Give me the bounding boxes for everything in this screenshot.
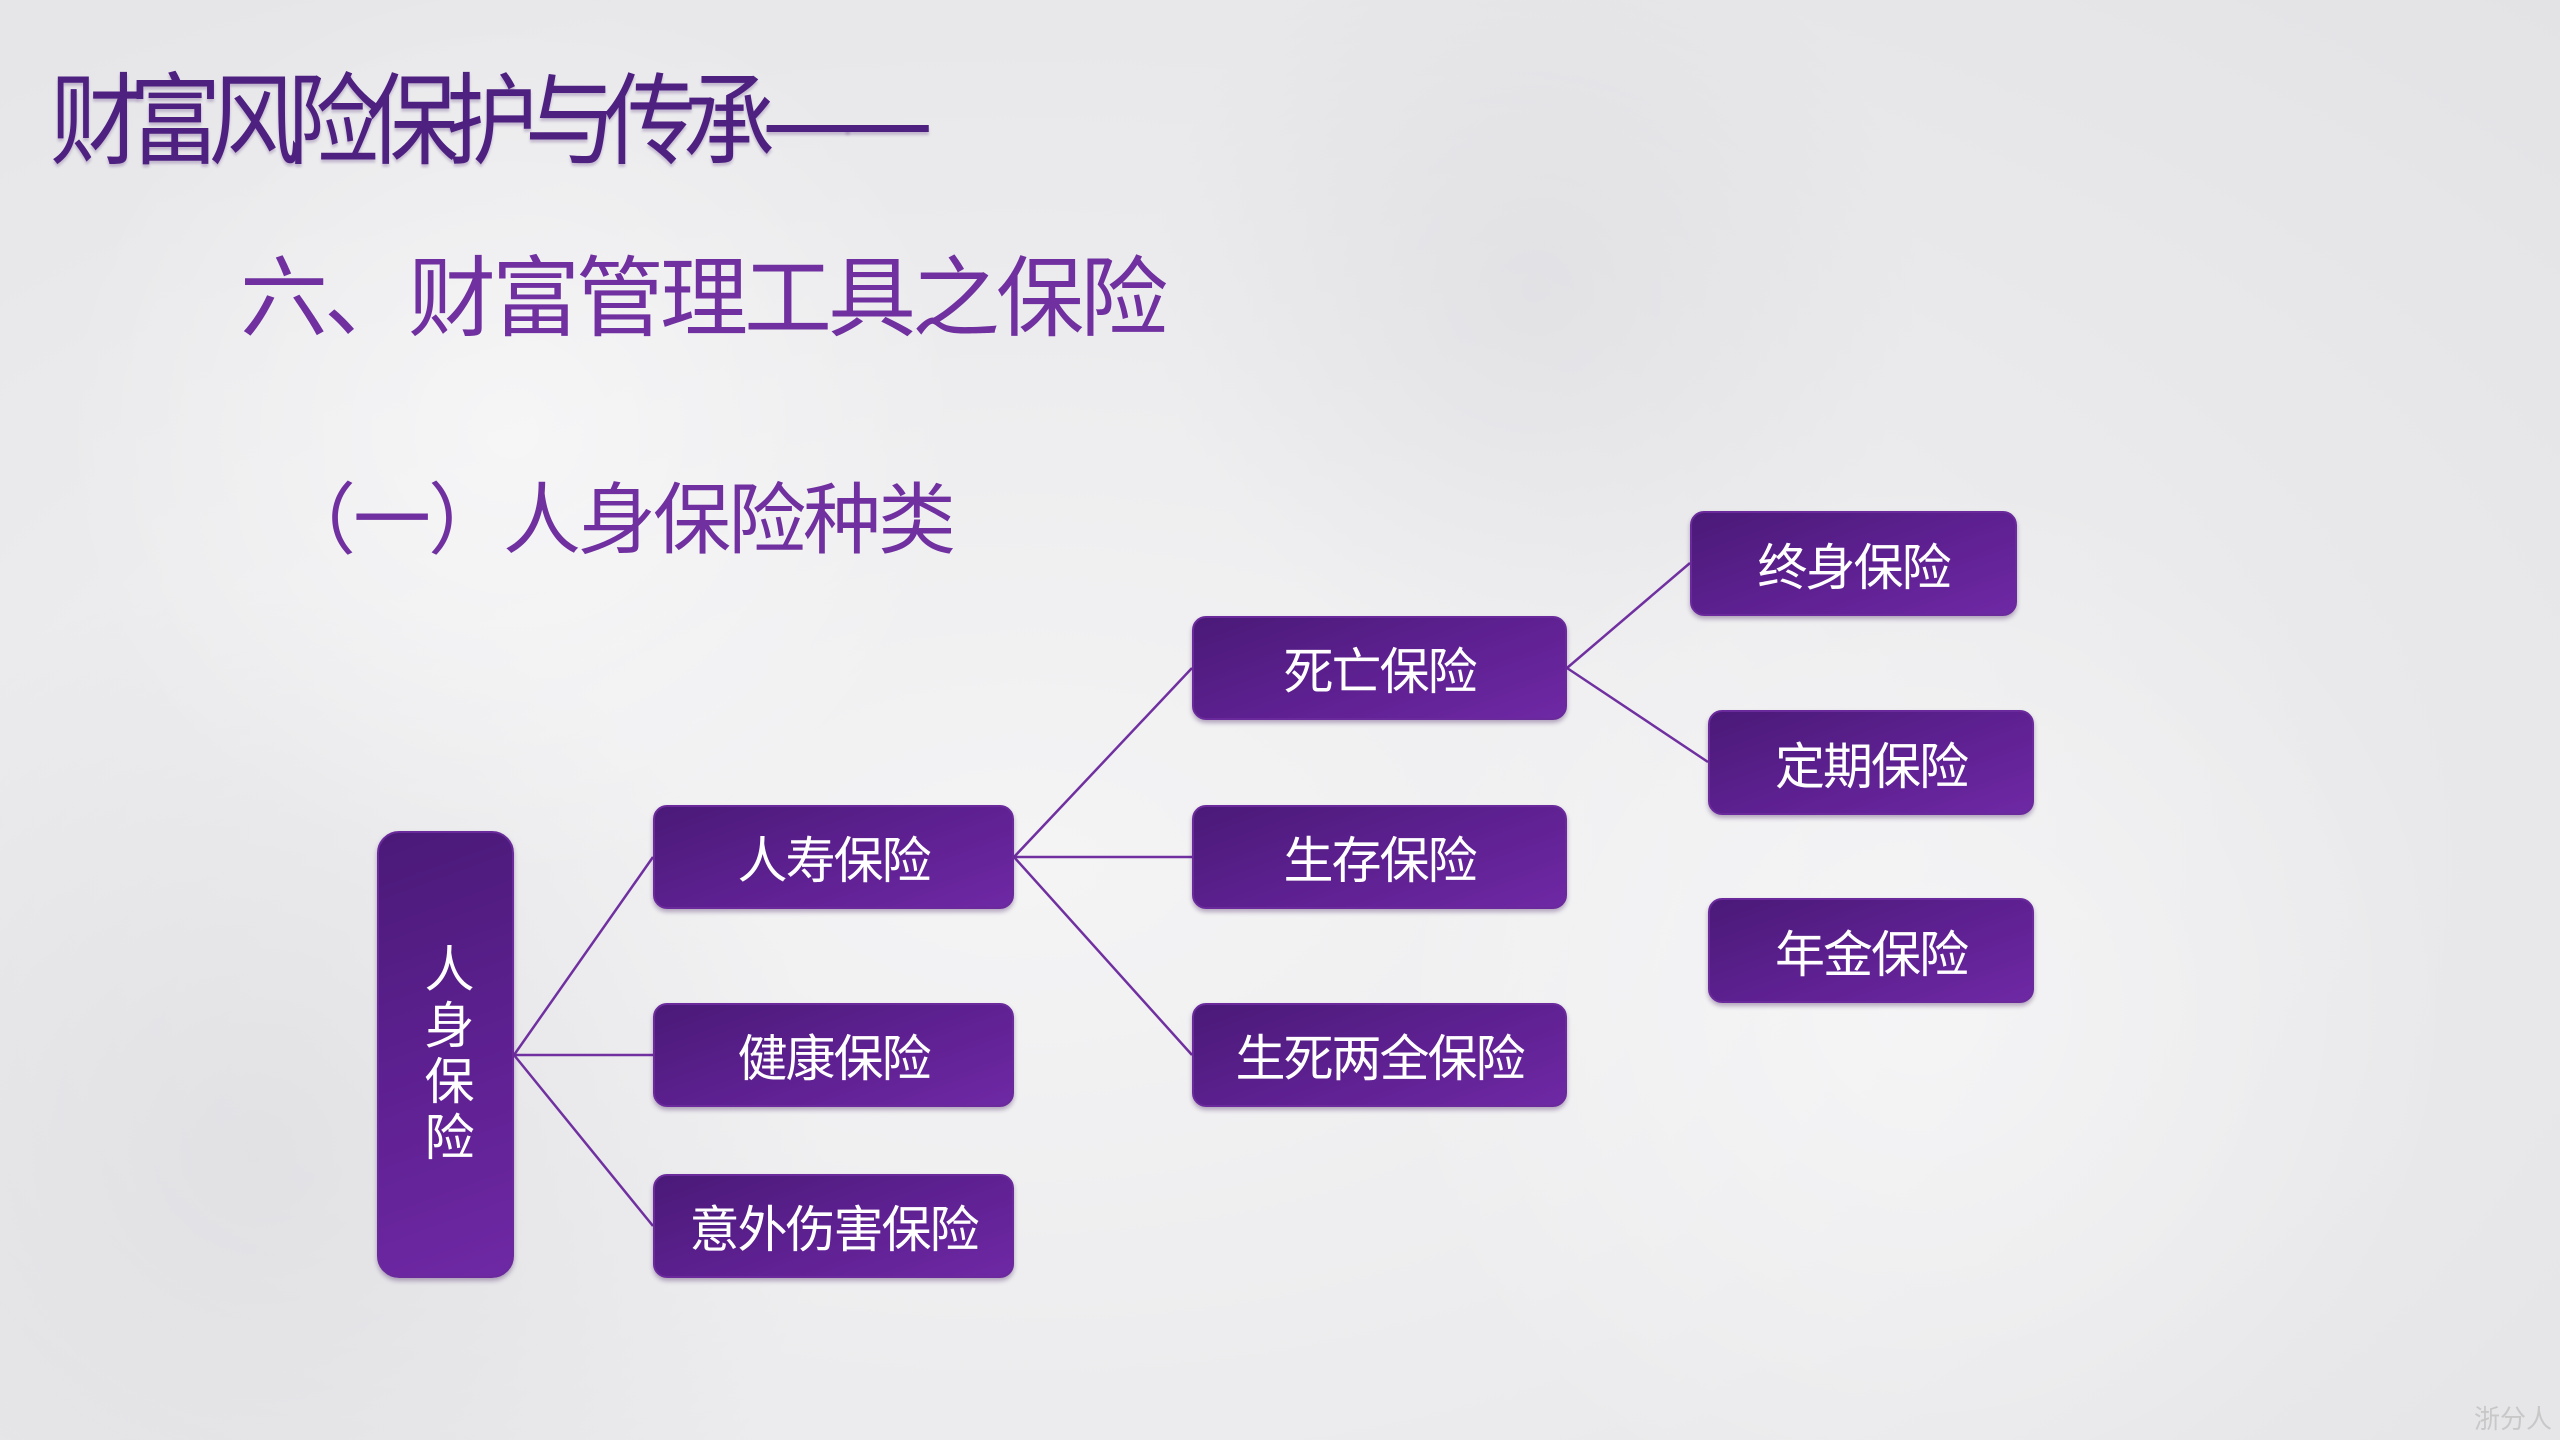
slide-title: 财富风险保护与传承—— [50,63,933,180]
node-term-insurance: 定期保险 [1708,710,2034,815]
node-annuity-insurance: 年金保险 [1708,898,2034,1003]
node-endowment-insurance: 生死两全保险 [1192,1003,1567,1107]
node-life-insurance: 人寿保险 [653,805,1014,909]
connector-siwang-zhongshen [1566,562,1691,669]
slide-subtitle: 六、财富管理工具之保险 [240,247,1168,350]
connector-renshou-siwang [1013,667,1193,858]
node-accident-insurance: 意外伤害保险 [653,1174,1014,1278]
connector-root-yiwai [513,1054,654,1227]
connector-root-renshou [512,856,655,1056]
connector-siwang-dingqi [1566,666,1709,764]
connector-renshou-liangquan [1013,856,1193,1056]
watermark: 浙分人 [2473,1405,2552,1435]
node-whole-life-insurance: 终身保险 [1690,511,2017,616]
node-death-insurance: 死亡保险 [1192,616,1567,720]
section-heading: （一）人身保险种类 [278,476,956,566]
node-health-insurance: 健康保险 [653,1003,1014,1107]
node-survival-insurance: 生存保险 [1192,805,1567,909]
node-personal-insurance: 人身保险 [377,831,514,1278]
